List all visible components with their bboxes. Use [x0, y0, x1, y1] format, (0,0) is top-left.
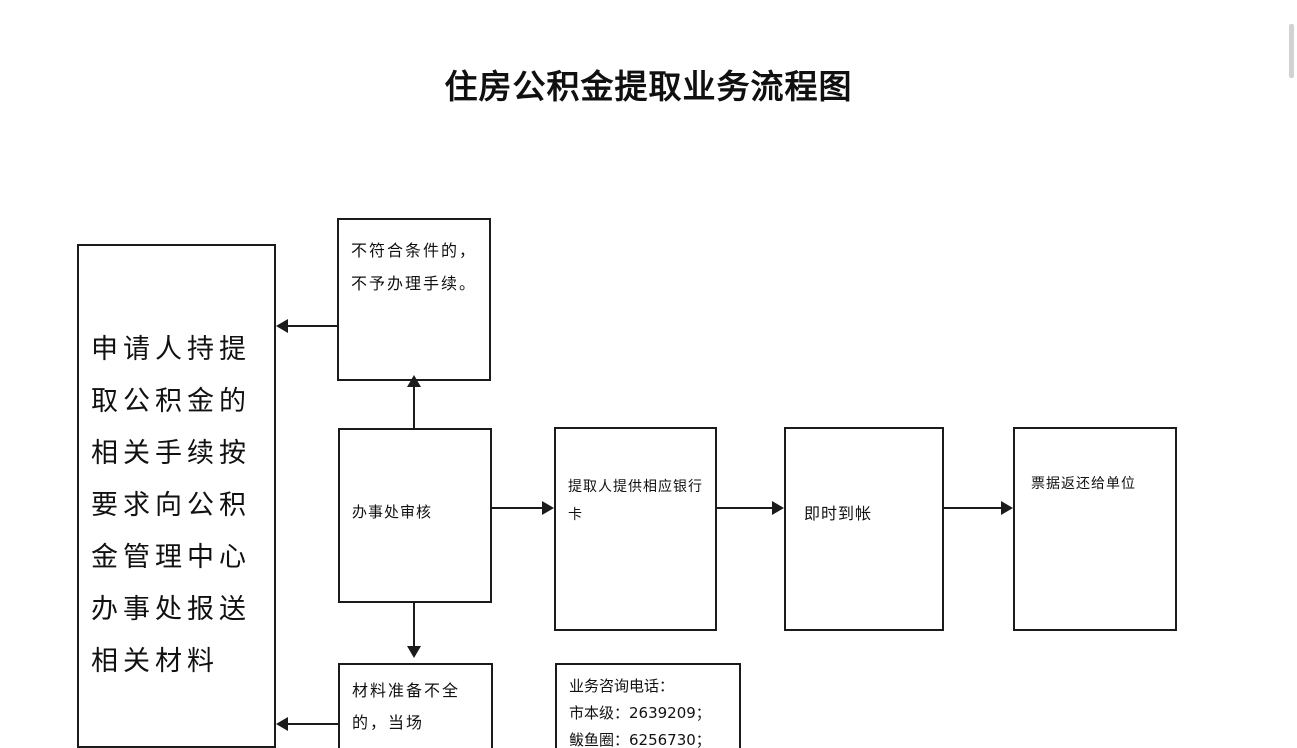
- arrowhead-right-icon: [1001, 501, 1013, 515]
- connector-reject-to-apply: [288, 325, 337, 327]
- page-title: 住房公积金提取业务流程图: [444, 67, 853, 106]
- connector-bankcard-to-instant: [717, 507, 772, 509]
- contact-info-text: 业务咨询电话： 市本级：2639209； 鲅鱼圈：6256730；: [569, 677, 711, 748]
- flow-node-label: 提取人提供相应银行卡: [568, 479, 703, 523]
- flow-node-receipt-returned-to-employer: 票据返还给单位: [1013, 427, 1177, 631]
- flow-node-office-review: 办事处审核: [338, 428, 492, 603]
- flow-node-label: 即时到帐: [804, 504, 873, 523]
- flow-node-label: 票据返还给单位: [1031, 476, 1136, 492]
- vertical-scrollbar[interactable]: [1286, 0, 1297, 748]
- arrowhead-left-icon: [276, 717, 288, 731]
- flow-node-label: 办事处审核: [352, 503, 433, 521]
- connector-incomplete-to-apply: [288, 723, 338, 725]
- flow-node-incomplete-materials-notify: 材料准备不全的，当场: [338, 663, 493, 748]
- arrowhead-up-icon: [407, 375, 421, 387]
- arrowhead-left-icon: [276, 319, 288, 333]
- connector-review-to-incomplete: [413, 603, 415, 646]
- scrollbar-thumb[interactable]: [1289, 24, 1294, 78]
- arrowhead-down-icon: [407, 646, 421, 658]
- flow-node-not-eligible-no-processing: 不符合条件的，不予办理手续。: [337, 218, 491, 381]
- contact-info-box: 业务咨询电话： 市本级：2639209； 鲅鱼圈：6256730；: [555, 663, 741, 748]
- connector-review-to-bankcard: [492, 507, 542, 509]
- connector-review-to-reject: [413, 381, 415, 428]
- arrowhead-right-icon: [542, 501, 554, 515]
- flow-node-withdrawer-provides-bank-card: 提取人提供相应银行卡: [554, 427, 717, 631]
- flow-node-instant-arrival: 即时到帐: [784, 427, 944, 631]
- flow-node-applicant-submit-materials: 申请人持提取公积金的相关手续按要求向公积金管理中心办事处报送相关材料: [77, 244, 276, 748]
- flow-node-label: 不符合条件的，不予办理手续。: [351, 241, 478, 293]
- connector-instant-to-receipt: [944, 507, 1001, 509]
- flow-node-label: 材料准备不全的，当场: [352, 681, 461, 732]
- arrowhead-right-icon: [772, 501, 784, 515]
- flow-node-label: 申请人持提取公积金的相关手续按要求向公积金管理中心办事处报送相关材料: [91, 334, 251, 677]
